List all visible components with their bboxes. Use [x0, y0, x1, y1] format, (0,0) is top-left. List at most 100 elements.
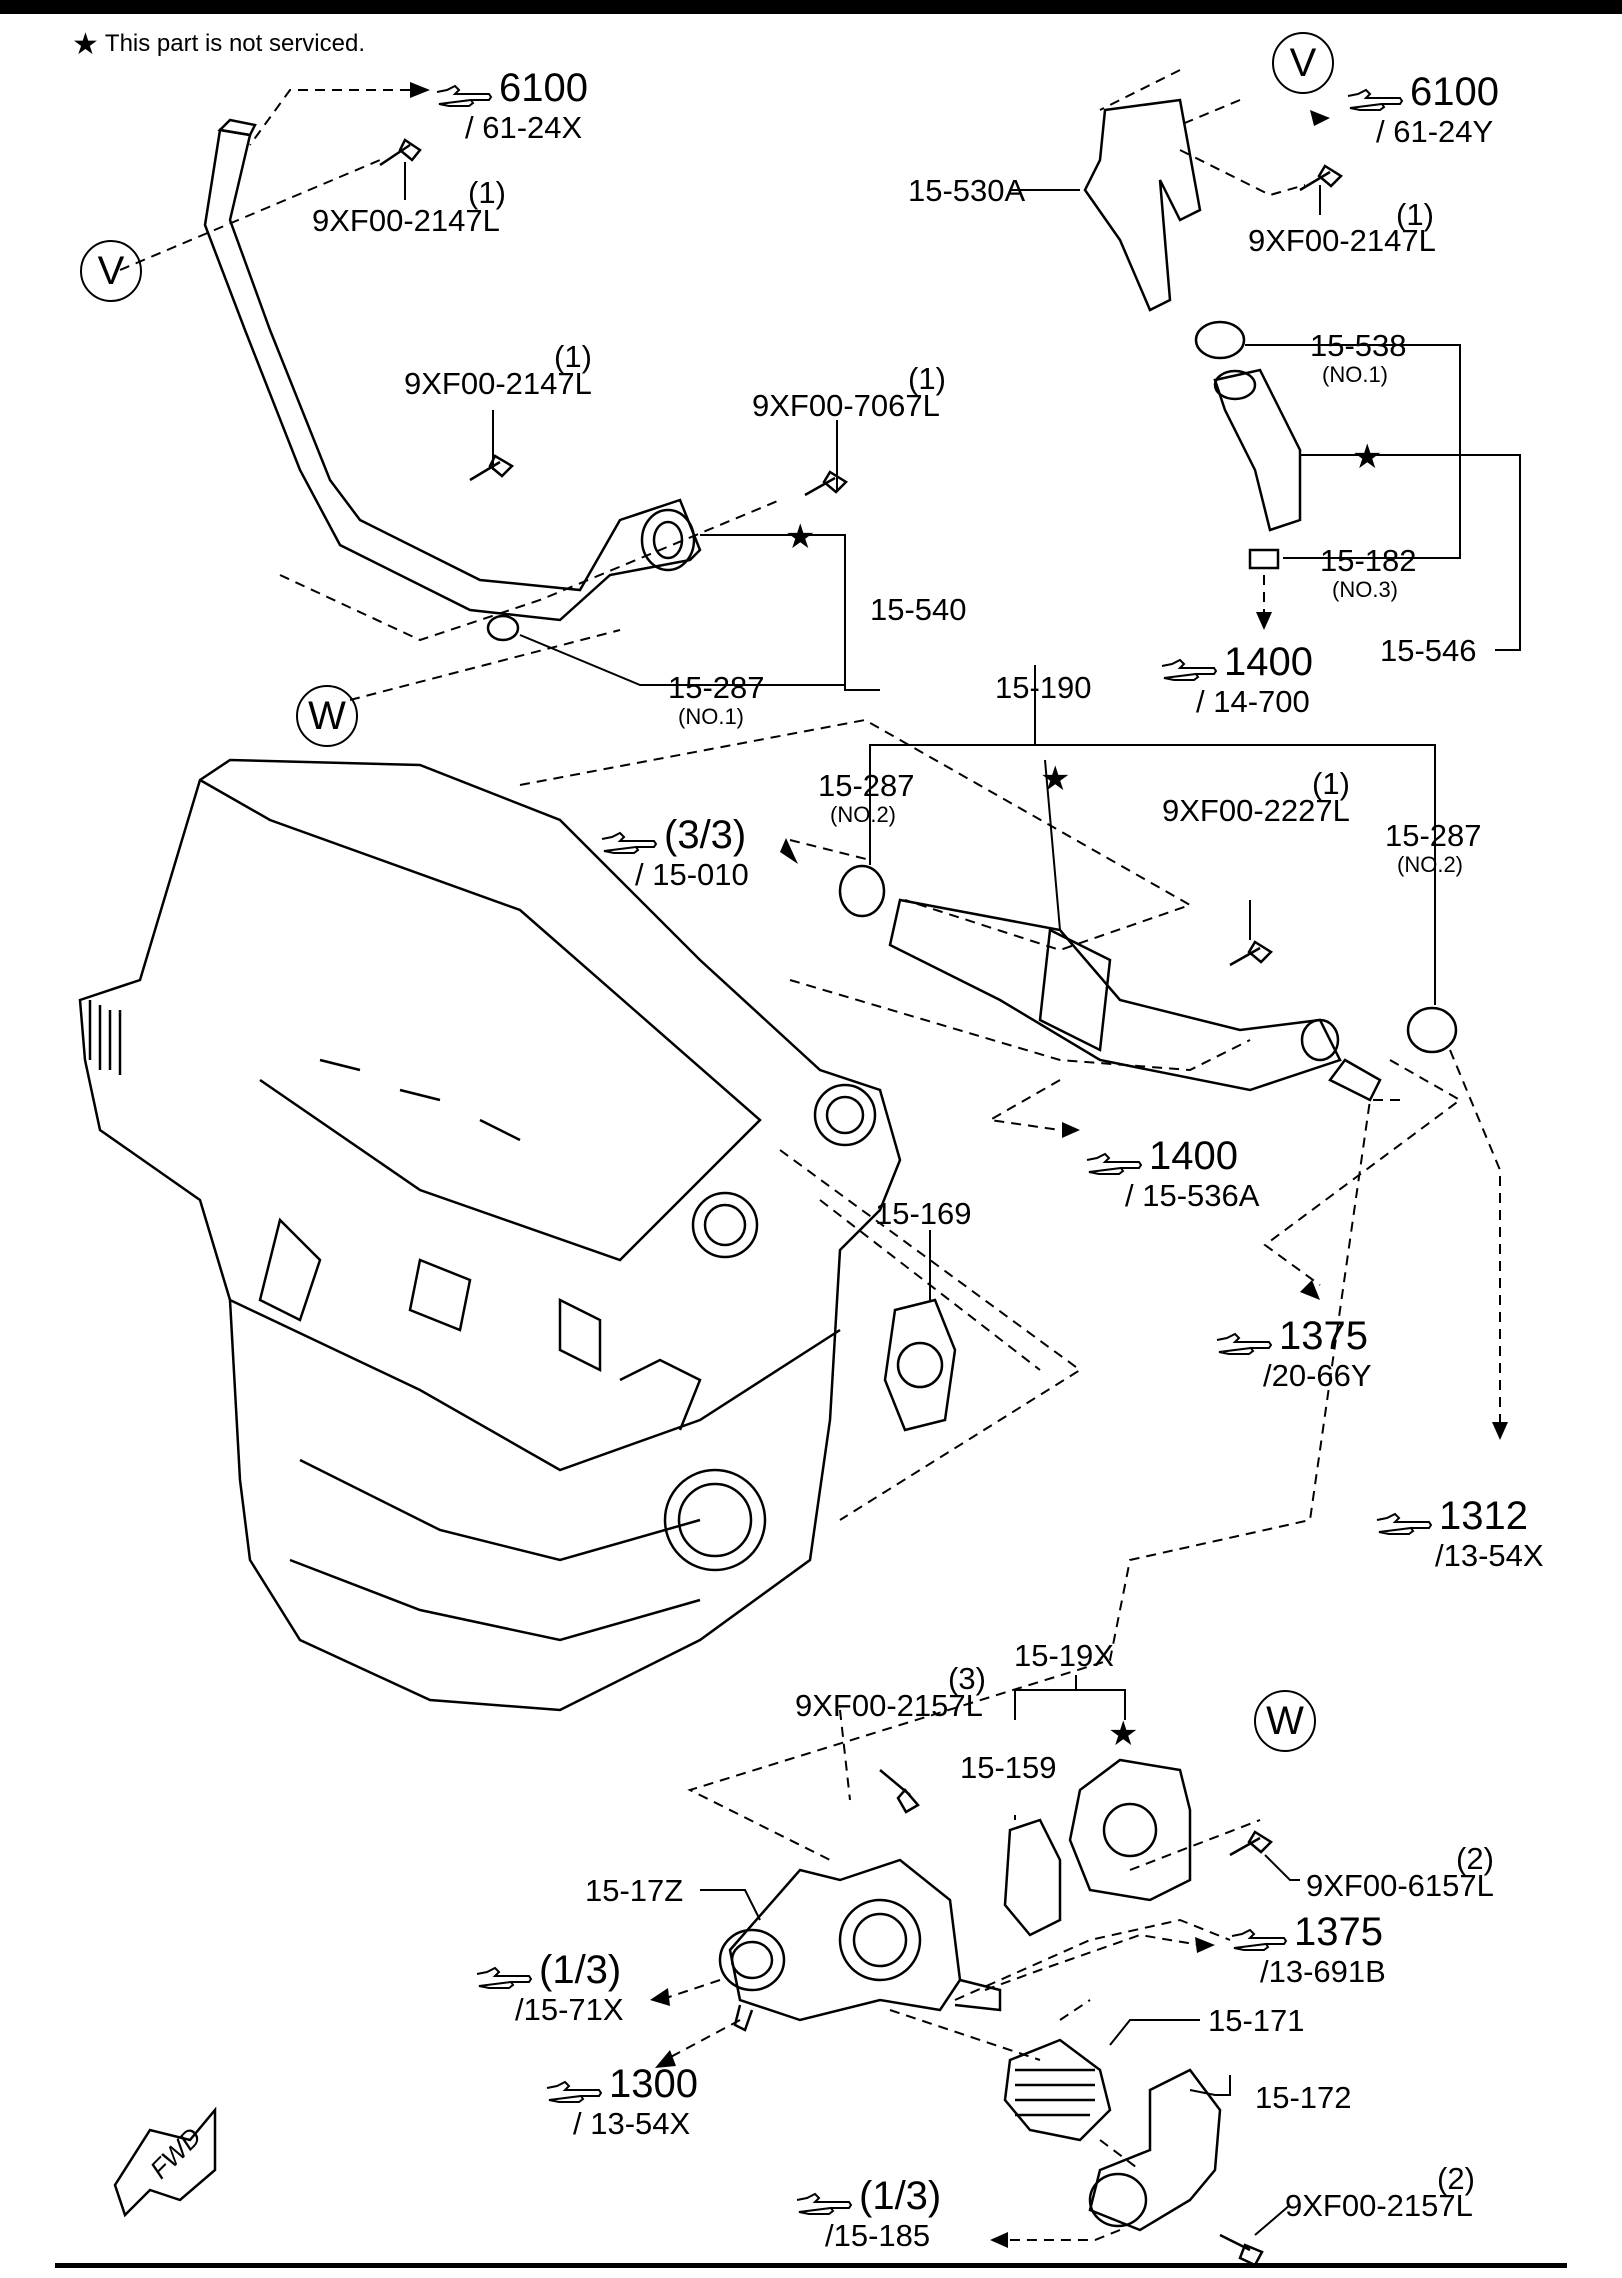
ref-1-3-a-num: (1/3)	[539, 1948, 622, 1992]
pointing-hand-icon	[1231, 1928, 1288, 1951]
thermostat-15-171	[1003, 2038, 1112, 2142]
ref-6100-right-num: 6100	[1410, 70, 1499, 114]
ref-1312[interactable]: 1312 /13-54X	[1375, 1496, 1544, 1571]
star-icon: ★	[72, 28, 99, 61]
ref-6100-left[interactable]: 6100 / 61-24X	[435, 68, 588, 143]
label-gasket-159: 15-159	[960, 1750, 1057, 1785]
ref-3-3-num: (3/3)	[664, 813, 747, 857]
sub-gasket-287-right: (NO.2)	[1397, 852, 1463, 877]
label-housing-17z: 15-17Z	[585, 1873, 684, 1908]
gasket-15-159	[1003, 1818, 1062, 1937]
label-hose-546: 15-546	[1380, 633, 1477, 668]
part-clamp-538: 15-538	[1310, 328, 1407, 363]
ref-1375-b-num: 1375	[1294, 1910, 1383, 1954]
pointing-hand-icon	[546, 2080, 603, 2103]
pointing-hand-icon	[1376, 1512, 1433, 1535]
ref-1300-sub: / 13-54X	[573, 2105, 691, 2141]
ref-1375-a[interactable]: 1375 /20-66Y	[1215, 1316, 1372, 1391]
star-icon-540: ★	[785, 517, 815, 557]
label-bolt-2157-top: (3) 9XF00-2157L	[795, 1663, 986, 1723]
ref-1312-num: 1312	[1439, 1494, 1528, 1538]
label-assy-19x: 15-19X	[1014, 1638, 1114, 1673]
star-icon-190: ★	[1040, 759, 1070, 799]
ref-1400-a[interactable]: 1400 / 14-700	[1160, 642, 1313, 717]
engine-block	[78, 758, 902, 1712]
pointing-hand-icon	[1086, 1152, 1143, 1175]
label-pipe-540: 15-540	[870, 592, 967, 627]
sub-clamp-182: (NO.3)	[1332, 577, 1398, 602]
part-gasket-287-left: 15-287	[818, 768, 915, 803]
ref-3-3[interactable]: (3/3) / 15-010	[600, 815, 749, 890]
ref-1300-num: 1300	[609, 2062, 698, 2106]
star-icon-546: ★	[1352, 437, 1382, 477]
label-bolt-6157: (2) 9XF00-6157L	[1306, 1843, 1494, 1901]
ref-1375-b[interactable]: 1375 /13-691B	[1230, 1912, 1386, 1987]
ref-1-3-b-sub: /15-185	[825, 2217, 931, 2253]
label-bolt-ml: (1) 9XF00-2147L	[404, 341, 592, 399]
ref-1-3-a[interactable]: (1/3) /15-71X	[475, 1950, 624, 2025]
label-gasket-287-left: 15-287 (NO.2)	[818, 768, 915, 826]
part-bolt-mm: 9XF00-7067L	[752, 388, 940, 423]
ref-1400-b[interactable]: 1400 / 15-536A	[1085, 1136, 1259, 1211]
ref-1312-sub: /13-54X	[1435, 1537, 1544, 1573]
star-icon-19x: ★	[1108, 1714, 1138, 1754]
bottom-border	[55, 2263, 1567, 2268]
label-pipe-190: 15-190	[995, 670, 1092, 705]
label-clamp-182: 15-182 (NO.3)	[1320, 543, 1417, 601]
callout-v-left: V	[80, 240, 142, 302]
qty-bolt-tr: (1)	[1396, 197, 1434, 232]
gasket-15-287-right	[1406, 1006, 1458, 1054]
label-bolt-mm: (1) 9XF00-7067L	[752, 363, 946, 423]
part-bolt-2157-bot: 9XF00-2157L	[1285, 2188, 1473, 2223]
label-bolt-2157-bot: (2) 9XF00-2157L	[1285, 2163, 1475, 2223]
sub-gasket-287-no1: (NO.1)	[678, 704, 744, 729]
ref-1375-a-sub: /20-66Y	[1263, 1357, 1372, 1393]
part-gasket-287-no1: 15-287	[668, 670, 765, 705]
ref-6100-right[interactable]: 6100 / 61-24Y	[1346, 72, 1499, 147]
hose-15-546	[1213, 368, 1302, 532]
ref-1-3-b[interactable]: (1/3) /15-185	[795, 2176, 941, 2251]
label-gasket-287-no1: 15-287 (NO.1)	[668, 670, 765, 728]
ref-6100-left-sub: / 61-24X	[465, 109, 583, 145]
ref-1400-a-sub: / 14-700	[1196, 683, 1310, 719]
qty-bolt-2157-bot: (2)	[1437, 2161, 1475, 2196]
part-bolt-tr: 9XF00-2147L	[1248, 223, 1436, 258]
housing-15-17z	[728, 1858, 962, 2022]
label-cover-172: 15-172	[1255, 2080, 1352, 2115]
callout-w-right: W	[1254, 1690, 1316, 1752]
ref-3-3-sub: / 15-010	[635, 856, 749, 892]
pointing-hand-icon	[1347, 88, 1404, 111]
part-clamp-182: 15-182	[1320, 543, 1417, 578]
part-bolt-2157-top: 9XF00-2157L	[795, 1688, 983, 1723]
qty-bolt-ml: (1)	[554, 339, 592, 374]
pointing-hand-icon	[1216, 1332, 1273, 1355]
fwd-arrow	[113, 2106, 217, 2218]
label-bolt-tr: (1) 9XF00-2147L	[1248, 199, 1436, 258]
outlet-15-19x	[1068, 1758, 1192, 1902]
part-bolt-tl: 9XF00-2147L	[312, 203, 500, 238]
top-border	[0, 0, 1622, 14]
callout-v-right: V	[1272, 32, 1334, 94]
callout-w-left: W	[296, 685, 358, 747]
ref-6100-right-sub: / 61-24Y	[1376, 113, 1494, 149]
qty-bolt-mm: (1)	[908, 361, 946, 396]
not-serviced-note: ★This part is not serviced.	[72, 24, 366, 61]
ref-1375-b-sub: /13-691B	[1260, 1953, 1386, 1989]
pointing-hand-icon	[1161, 658, 1218, 681]
clamp-15-182	[1248, 548, 1280, 570]
ref-1300[interactable]: 1300 / 13-54X	[545, 2064, 698, 2139]
label-bolt-tl: (1) 9XF00-2147L	[312, 177, 506, 238]
pointing-hand-icon	[476, 1966, 533, 1989]
pipe-15-540	[203, 128, 702, 622]
label-gasket-169: 15-169	[875, 1196, 972, 1231]
ref-1400-b-num: 1400	[1149, 1134, 1238, 1178]
not-serviced-text: This part is not serviced.	[104, 30, 366, 57]
gasket-15-287-no1	[486, 614, 520, 642]
ref-1400-a-num: 1400	[1224, 640, 1313, 684]
hose-15-530a	[1083, 98, 1202, 312]
gasket-15-169	[883, 1298, 957, 1432]
part-gasket-287-right: 15-287	[1385, 818, 1482, 853]
label-hose-530a: 15-530A	[908, 173, 1026, 208]
cover-15-172	[1088, 2068, 1222, 2232]
